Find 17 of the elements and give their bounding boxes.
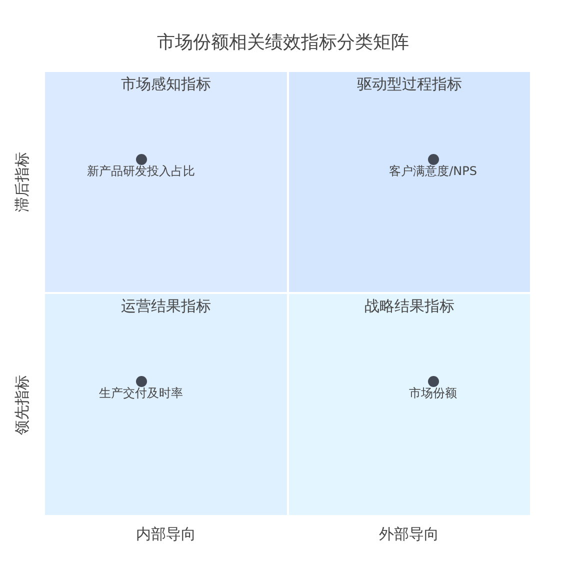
quadrant-panel [289, 294, 530, 515]
point-label: 客户满意度/NPS [389, 163, 477, 179]
quadrant-panel [289, 72, 530, 292]
axis-label: 滞后指标 [12, 152, 32, 212]
quadrant-panel [45, 294, 287, 515]
quadrant-title: 运营结果指标 [121, 296, 211, 316]
point-label: 新产品研发投入占比 [87, 163, 195, 179]
quadrant-panel [45, 72, 287, 292]
axis-label: 内部导向 [136, 524, 196, 544]
axis-label: 领先指标 [12, 375, 32, 435]
point-label: 市场份额 [409, 385, 457, 401]
chart-title: 市场份额相关绩效指标分类矩阵 [157, 31, 409, 55]
quadrant-title: 驱动型过程指标 [357, 74, 462, 94]
quadrant-title: 战略结果指标 [364, 296, 454, 316]
axis-label: 外部导向 [379, 524, 439, 544]
quadrant-title: 市场感知指标 [121, 74, 211, 94]
point-label: 生产交付及时率 [99, 385, 183, 401]
